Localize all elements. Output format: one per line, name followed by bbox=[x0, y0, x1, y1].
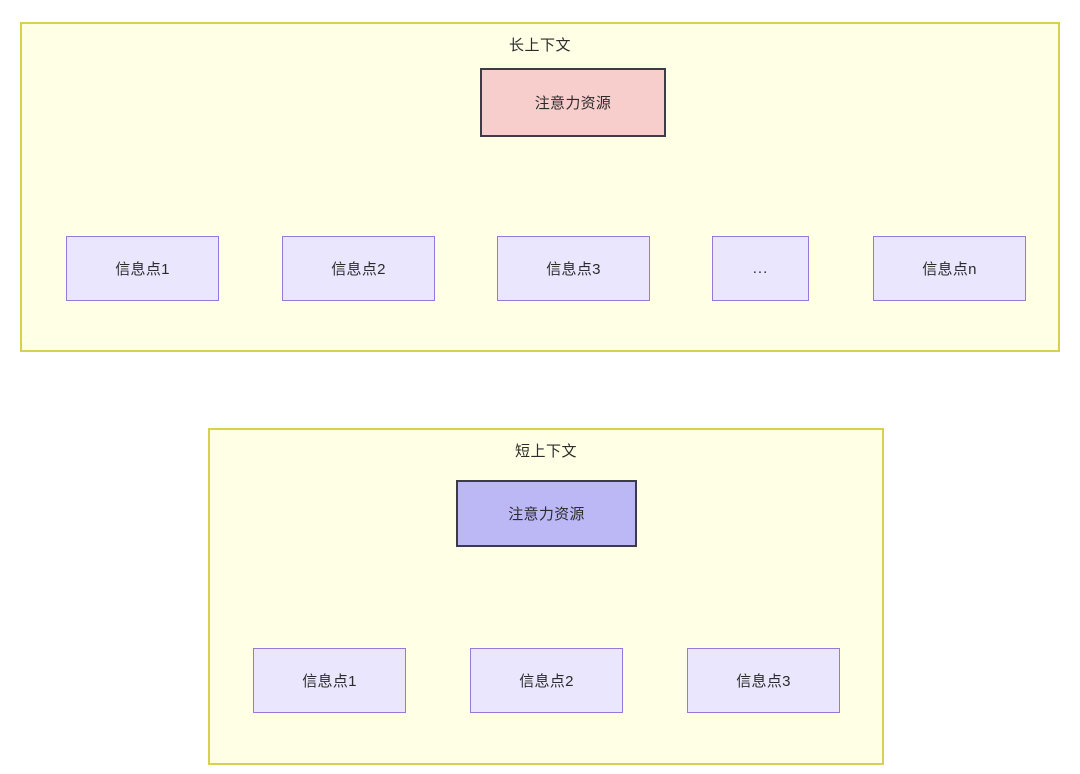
node-info-long-3[interactable]: 信息点3 bbox=[497, 236, 650, 301]
node-label: 信息点n bbox=[922, 261, 977, 278]
node-label: 信息点1 bbox=[302, 673, 357, 690]
node-label: 信息点3 bbox=[736, 673, 791, 690]
panel-title-short-context: 短上下文 bbox=[514, 443, 577, 460]
node-label: 信息点2 bbox=[331, 261, 386, 278]
node-info-long-ellipsis[interactable]: ... bbox=[712, 236, 809, 301]
node-label: 注意力资源 bbox=[508, 506, 585, 523]
panel-short-context: 短上下文 bbox=[208, 428, 884, 765]
node-info-short-2[interactable]: 信息点2 bbox=[470, 648, 623, 713]
node-info-long-2[interactable]: 信息点2 bbox=[282, 236, 435, 301]
panel-title-long-context: 长上下文 bbox=[508, 37, 571, 54]
node-label: 信息点1 bbox=[115, 261, 170, 278]
node-info-long-1[interactable]: 信息点1 bbox=[66, 236, 219, 301]
node-label: 信息点3 bbox=[546, 261, 601, 278]
node-attention-short-context[interactable]: 注意力资源 bbox=[456, 480, 637, 547]
node-info-long-n[interactable]: 信息点n bbox=[873, 236, 1026, 301]
node-attention-long-context[interactable]: 注意力资源 bbox=[480, 68, 666, 137]
node-label: 信息点2 bbox=[519, 673, 574, 690]
node-label: ... bbox=[752, 260, 769, 277]
node-info-short-1[interactable]: 信息点1 bbox=[253, 648, 406, 713]
node-info-short-3[interactable]: 信息点3 bbox=[687, 648, 840, 713]
node-label: 注意力资源 bbox=[534, 95, 612, 112]
